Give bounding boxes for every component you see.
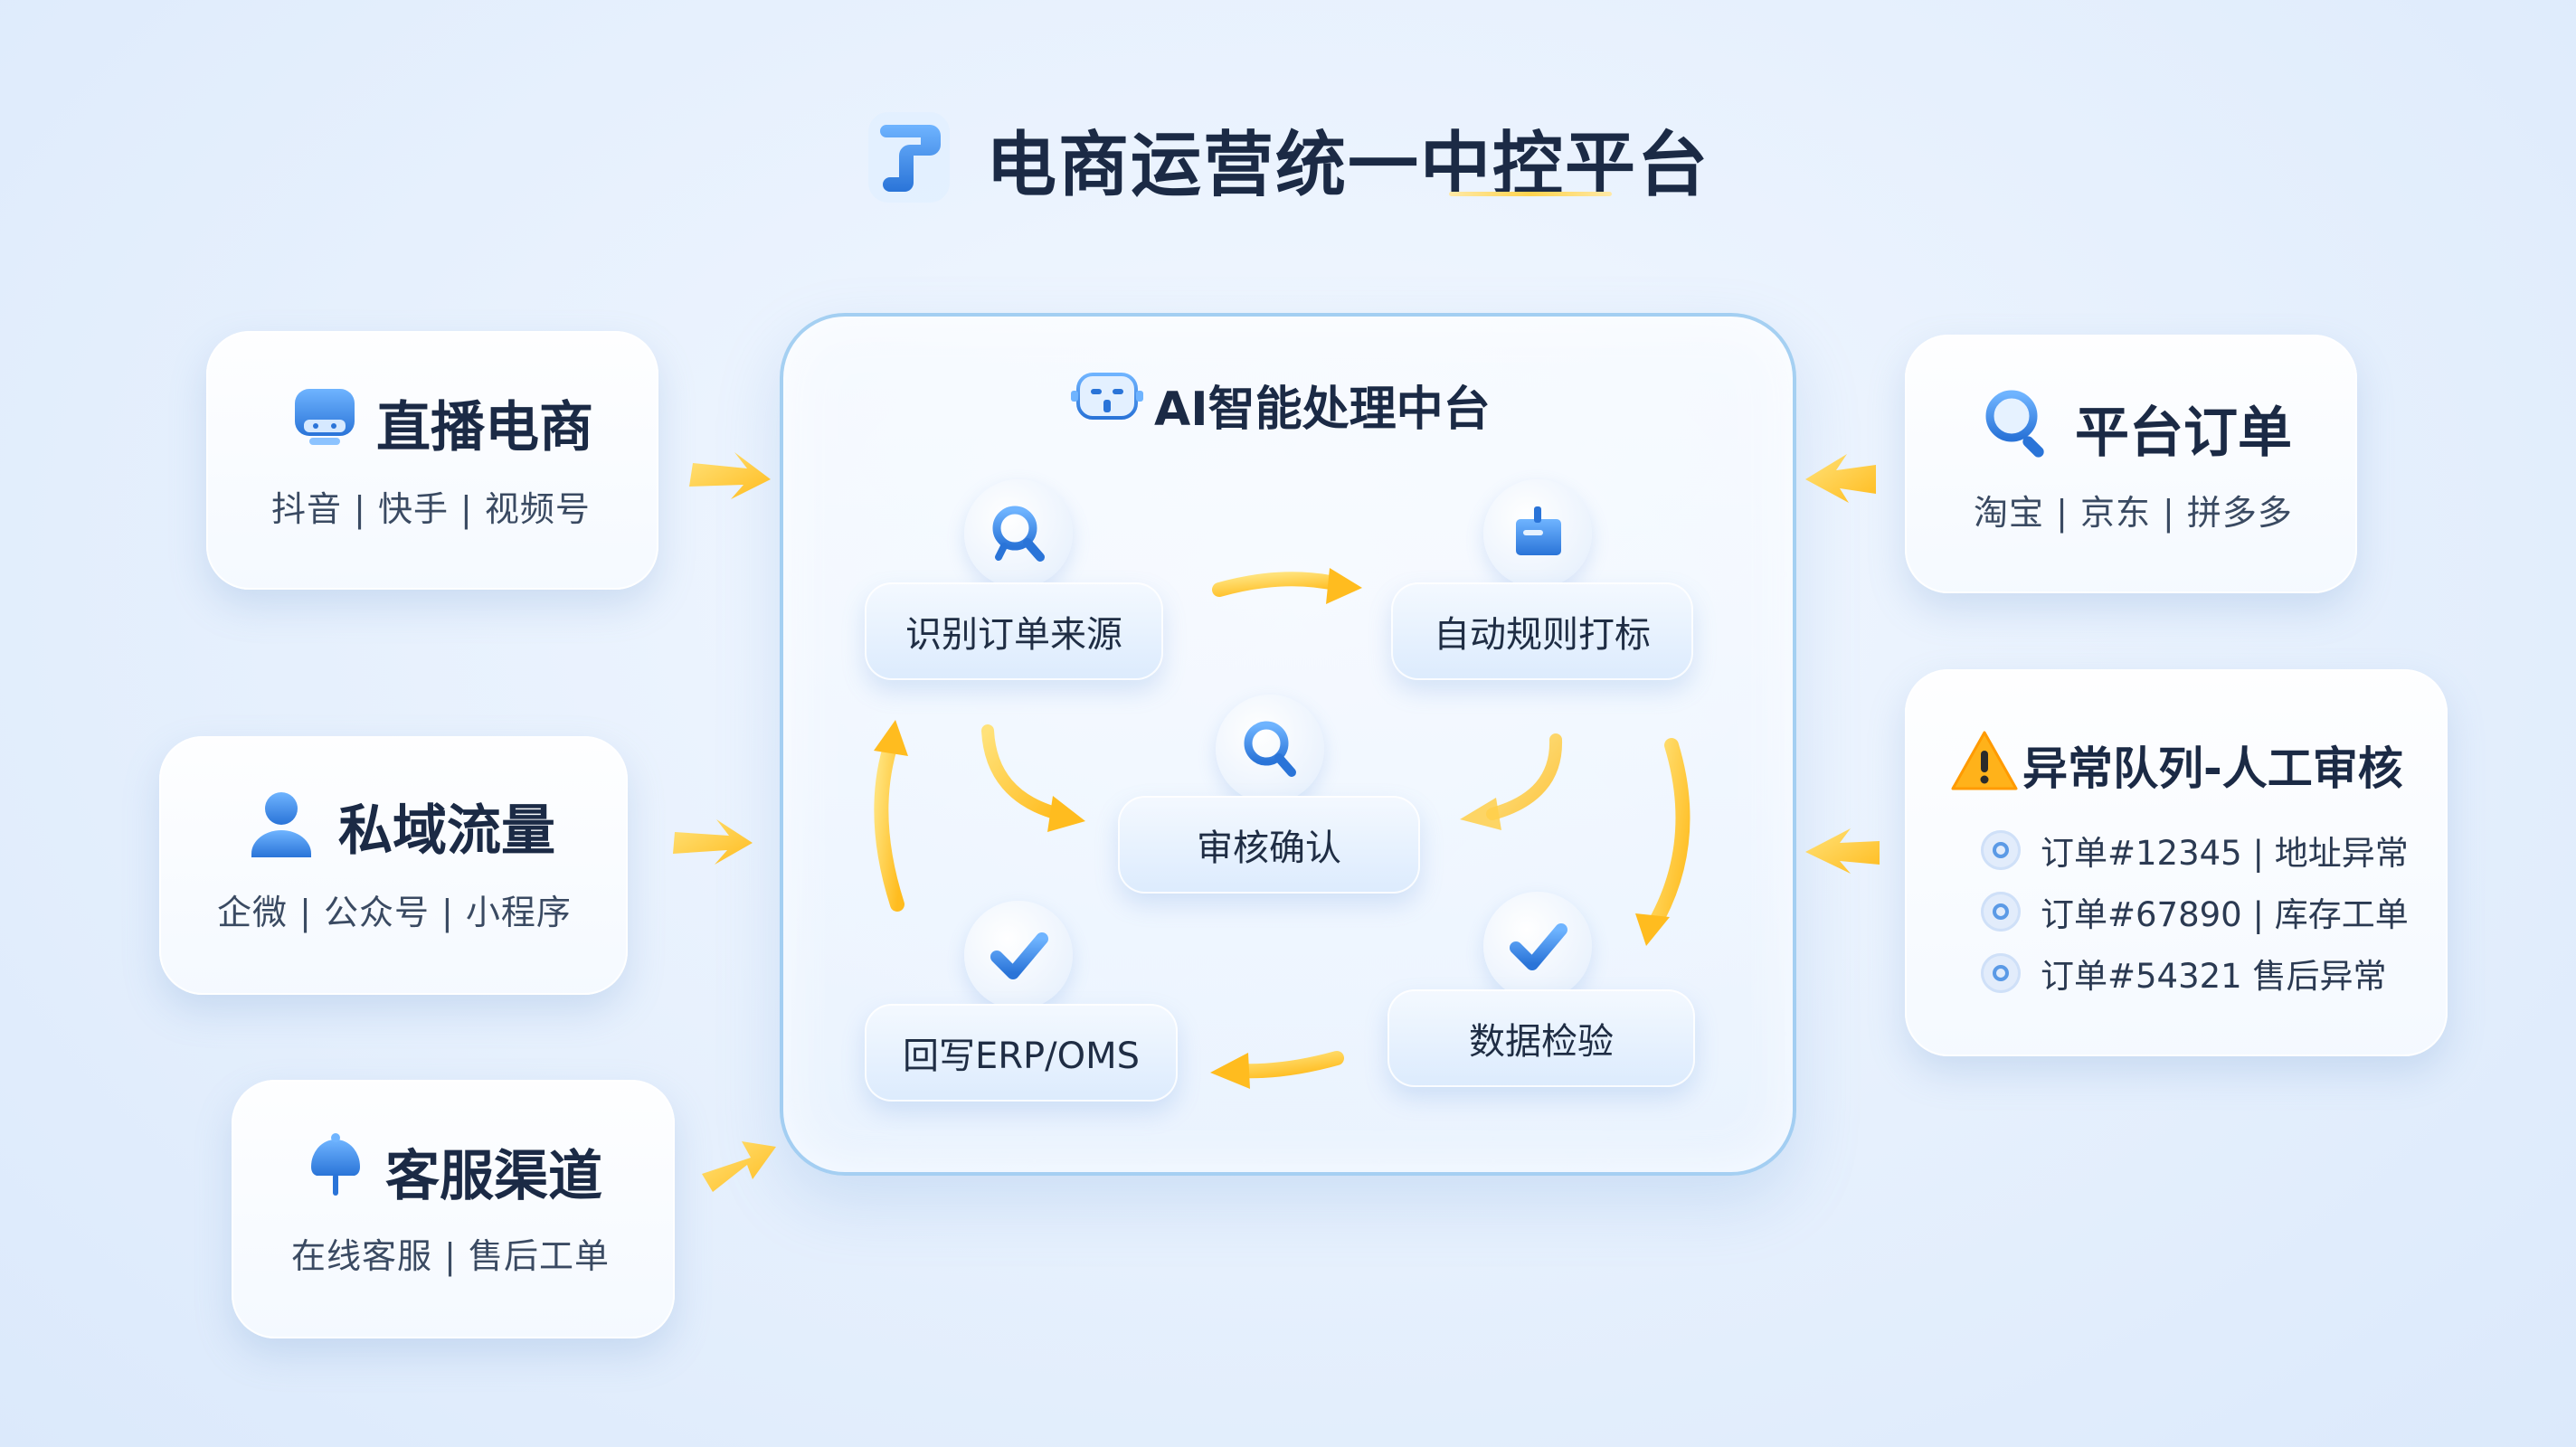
key-chip-icon [868,112,950,203]
arrow-validate-to-writeback [1234,1051,1344,1079]
source-card-service[interactable]: 客服渠道 在线客服 | 售后工单 [232,1080,675,1338]
tag-box-icon [1516,506,1561,555]
warning-icon [1951,731,2018,790]
search-icon [1244,721,1296,777]
card-title: 客服渠道 [385,1145,602,1208]
exception-row[interactable]: 订单#67890 | 库存工单 [1981,884,2409,939]
arrow-identify-to-review-head [1047,796,1085,832]
headset-icon [311,1133,360,1196]
order-icon [1981,830,2021,870]
arrow-in-service [702,1141,776,1192]
hub-title: AI智能处理中台 [1154,383,1491,437]
step-bubble [1216,695,1324,803]
step-bubble [964,901,1073,1009]
live-stream-icon [295,389,355,445]
source-card-platform[interactable]: 平台订单 淘宝 | 京东 | 拼多多 [1905,335,2357,593]
title-underline [1449,192,1612,196]
card-title: 异常队列-人工审核 [2022,742,2403,795]
robot-icon [1071,373,1143,420]
arrow-identify-to-review [981,724,1065,820]
card-subtitle: 企微 | 公众号 | 小程序 [217,893,572,932]
arrow-validate-to-writeback-head [1210,1053,1250,1089]
card-subtitle: 在线客服 | 售后工单 [291,1236,610,1276]
step-data-validate[interactable]: 数据检验 [1387,989,1695,1087]
arrow-tag-to-validate-head [1635,913,1670,946]
exception-row-text: 订单#54321 售后异常 [2041,957,2387,996]
exception-row[interactable]: 订单#12345 | 地址异常 [1981,823,2409,877]
card-subtitle: 淘宝 | 京东 | 拼多多 [1974,493,2293,533]
source-card-live[interactable]: 直播电商 抖音 | 快手 | 视频号 [206,331,658,590]
card-title: 私域流量 [338,799,555,863]
arrow-tag-to-validate [1648,738,1690,930]
arrow-tag-to-review-head [1460,798,1501,830]
check-icon [990,932,1048,979]
arrow-in-live [689,452,771,499]
arrow-writeback-to-identify [874,734,904,912]
arrow-in-private [673,819,753,865]
step-bubble [1483,479,1592,588]
step-identify-source[interactable]: 识别订单来源 [865,582,1163,680]
step-writeback-erp[interactable]: 回写ERP/OMS [865,1004,1178,1102]
arrow-writeback-to-identify-head [874,720,908,756]
order-icon [1981,953,2021,993]
search-magnifier-icon [1985,390,2044,458]
exception-row-text: 订单#12345 | 地址异常 [2041,834,2409,873]
card-subtitle: 抖音 | 快手 | 视频号 [271,489,591,529]
arrow-in-platform [1805,454,1876,503]
arrow-identify-to-tag [1212,572,1346,597]
search-icon [992,506,1045,562]
arrow-in-exception [1805,828,1880,874]
card-title: 直播电商 [376,396,593,459]
exception-queue-card[interactable]: 异常队列-人工审核 订单#12345 | 地址异常 订单#67890 | 库存工… [1905,669,2448,1056]
exception-row-text: 订单#67890 | 库存工单 [2041,895,2409,934]
user-icon [251,792,311,857]
step-review-confirm[interactable]: 审核确认 [1118,796,1420,894]
card-title: 平台订单 [2075,402,2292,465]
source-card-private[interactable]: 私域流量 企微 | 公众号 | 小程序 [159,736,628,995]
exception-row[interactable]: 订单#54321 售后异常 [1981,946,2386,1000]
arrow-tag-to-review [1486,733,1563,820]
step-auto-tag[interactable]: 自动规则打标 [1391,582,1693,680]
step-bubble [964,479,1073,588]
check-icon [1510,923,1567,970]
order-icon [1981,892,2021,932]
step-bubble [1483,892,1592,1000]
arrow-identify-to-tag-head [1326,568,1362,604]
